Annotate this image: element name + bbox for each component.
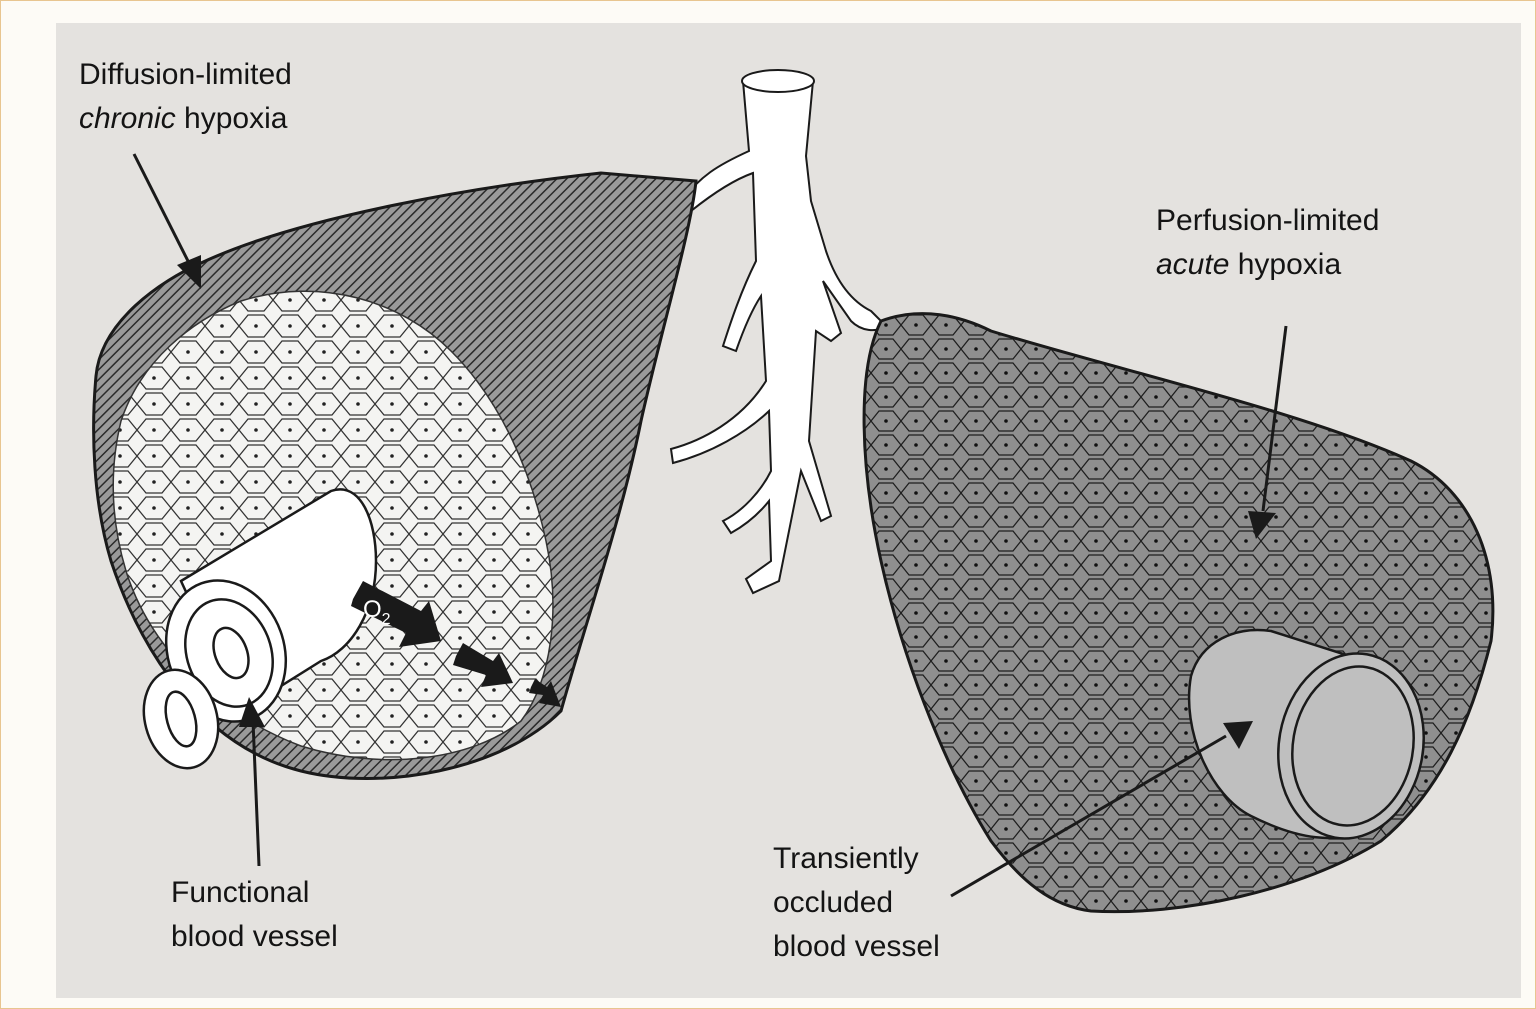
label-occluded-line3: blood vessel [773, 925, 940, 969]
label-acute-line1: Perfusion-limited [1156, 199, 1379, 243]
label-functional-vessel: Functional blood vessel [171, 871, 338, 959]
label-functional-line2: blood vessel [171, 915, 338, 959]
label-acute-italic: acute [1156, 248, 1229, 281]
label-chronic-hypoxia: Diffusion-limited chronic hypoxia [79, 53, 292, 141]
label-acute-hypoxia: Perfusion-limited acute hypoxia [1156, 199, 1379, 287]
label-chronic-rest: hypoxia [176, 102, 288, 135]
label-chronic-line1: Diffusion-limited [79, 53, 292, 97]
label-chronic-line2: chronic hypoxia [79, 97, 292, 141]
label-occluded-line2: occluded [773, 881, 940, 925]
label-acute-rest: hypoxia [1229, 248, 1341, 281]
label-occluded-line1: Transiently [773, 837, 940, 881]
label-functional-line1: Functional [171, 871, 338, 915]
label-chronic-italic: chronic [79, 102, 176, 135]
label-occluded-vessel: Transiently occluded blood vessel [773, 837, 940, 969]
label-acute-line2: acute hypoxia [1156, 243, 1379, 287]
